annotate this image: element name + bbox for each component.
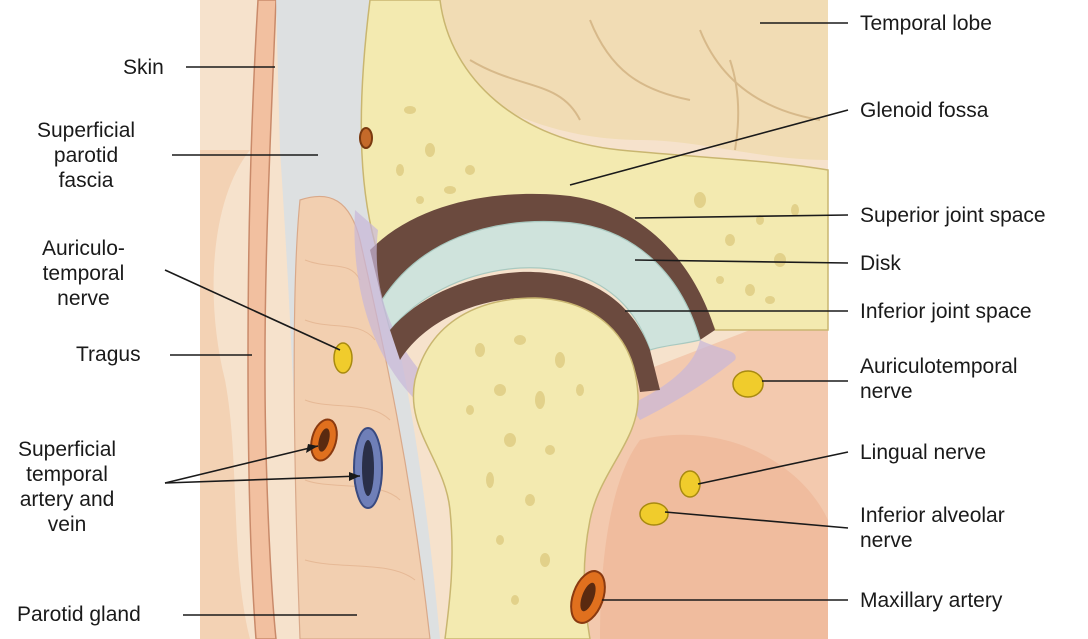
inferior-alveolar-nerve-shape	[640, 503, 668, 525]
label-superficial-parotid-fascia-line-3: fascia	[37, 168, 135, 193]
label-inferior-joint-space: Inferior joint space	[860, 299, 1032, 324]
label-lingual-nerve: Lingual nerve	[860, 440, 986, 465]
label-auriculotemporal-nerve-left-line-1: Auriculo-	[42, 236, 125, 261]
label-superficial-temporal-artery-vein: Superficial temporal artery and vein	[18, 437, 116, 537]
label-superficial-temporal-artery-vein-line-4: vein	[18, 512, 116, 537]
label-superior-joint-space: Superior joint space	[860, 203, 1046, 228]
label-auriculotemporal-nerve-right-line-2: nerve	[860, 379, 1018, 404]
label-temporal-lobe: Temporal lobe	[860, 11, 992, 36]
label-superficial-parotid-fascia-line-1: Superficial	[37, 118, 135, 143]
small-vessel	[360, 128, 372, 148]
label-auriculotemporal-nerve-left-line-3: nerve	[42, 286, 125, 311]
auriculotemporal-nerve-left-shape	[334, 343, 352, 373]
label-inferior-alveolar-nerve-line-1: Inferior alveolar	[860, 503, 1005, 528]
label-tragus: Tragus	[76, 342, 141, 367]
label-inferior-alveolar-nerve: Inferior alveolar nerve	[860, 503, 1005, 553]
label-auriculotemporal-nerve-left: Auriculo- temporal nerve	[42, 236, 125, 311]
label-superficial-parotid-fascia: Superficial parotid fascia	[37, 118, 135, 193]
label-skin: Skin	[123, 55, 164, 80]
label-maxillary-artery: Maxillary artery	[860, 588, 1002, 613]
label-glenoid-fossa: Glenoid fossa	[860, 98, 988, 123]
label-auriculotemporal-nerve-right: Auriculotemporal nerve	[860, 354, 1018, 404]
vein-lumen	[362, 440, 374, 496]
label-disk: Disk	[860, 251, 901, 276]
label-superficial-temporal-artery-vein-line-2: temporal	[18, 462, 116, 487]
label-auriculotemporal-nerve-left-line-2: temporal	[42, 261, 125, 286]
label-inferior-alveolar-nerve-line-2: nerve	[860, 528, 1005, 553]
label-superficial-temporal-artery-vein-line-3: artery and	[18, 487, 116, 512]
auriculotemporal-nerve-right-shape	[733, 371, 763, 397]
lingual-nerve-shape	[680, 471, 700, 497]
label-parotid-gland: Parotid gland	[17, 602, 141, 627]
label-superficial-temporal-artery-vein-line-1: Superficial	[18, 437, 116, 462]
label-superficial-parotid-fascia-line-2: parotid	[37, 143, 135, 168]
label-auriculotemporal-nerve-right-line-1: Auriculotemporal	[860, 354, 1018, 379]
